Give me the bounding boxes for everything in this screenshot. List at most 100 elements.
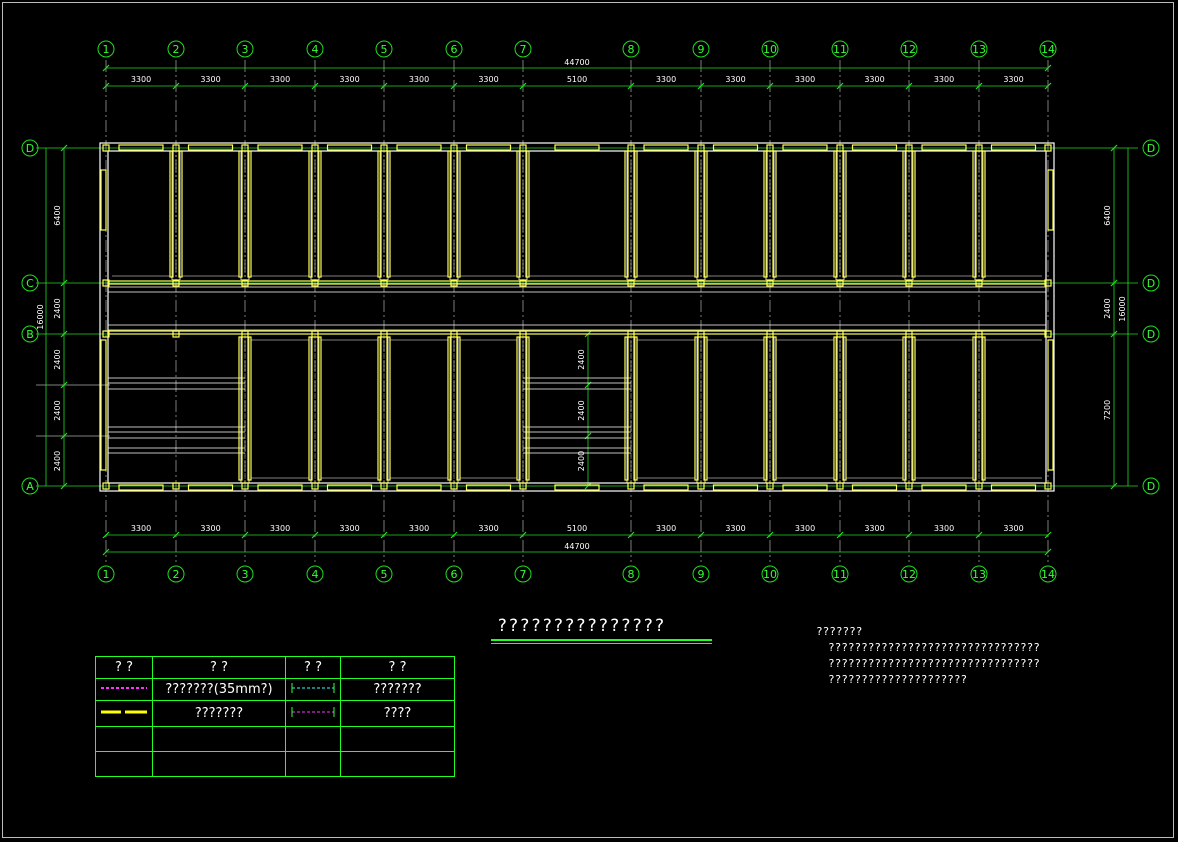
yellow-segment (972, 150, 977, 278)
axis-number: 6 (451, 43, 458, 56)
axis-number: 2 (173, 43, 180, 56)
yellow-segment (519, 144, 527, 152)
yellow-segment (1047, 169, 1054, 231)
dim-tick (450, 82, 458, 90)
yellow-segment (465, 484, 512, 491)
yellow-segment (386, 150, 391, 278)
axis-number: 12 (902, 43, 916, 56)
axis-bubble (236, 565, 254, 583)
yellow-segment (703, 336, 708, 481)
dim-tick (1044, 548, 1052, 556)
yellow-segment (100, 339, 107, 471)
vertical-dimension: 2400 (53, 451, 62, 471)
yellow-segment (311, 144, 319, 152)
dim-tick (102, 531, 110, 539)
yellow-segment (911, 336, 916, 481)
bay-dimension: 3300 (934, 75, 954, 84)
legend-label: ??????? (152, 700, 286, 727)
yellow-segment (172, 144, 180, 152)
dim-tick (1044, 82, 1052, 90)
yellow-segment (107, 330, 1047, 335)
yellow-segment (172, 482, 180, 490)
yellow-segment (178, 150, 183, 278)
dim-tick (1044, 64, 1052, 72)
dim-tick (311, 82, 319, 90)
bay-dimension: 3300 (270, 524, 290, 533)
yellow-segment (102, 279, 110, 287)
legend-symbol-magenta-dim (285, 700, 341, 727)
axis-number: 9 (698, 43, 705, 56)
yellow-segment (833, 150, 838, 278)
yellow-segment (627, 144, 635, 152)
dim-tick (311, 531, 319, 539)
yellow-segment (905, 144, 913, 152)
dim-tick (975, 82, 983, 90)
bay-dimension: 3300 (409, 524, 429, 533)
dim-tick (836, 82, 844, 90)
yellow-segment (525, 150, 530, 278)
axis-bubble (692, 40, 710, 58)
yellow-segment (782, 484, 828, 491)
axis-bubble (1039, 565, 1057, 583)
yellow-segment (624, 336, 629, 481)
yellow-segment (772, 336, 777, 481)
dim-tick (905, 531, 913, 539)
yellow-segment (633, 336, 638, 481)
yellow-segment (380, 482, 388, 490)
yellow-segment (836, 279, 844, 287)
axis-bubble (970, 565, 988, 583)
yellow-segment (118, 484, 164, 491)
yellow-segment (172, 279, 180, 287)
vertical-dimension: 2400 (53, 298, 62, 318)
axis-bubble (692, 565, 710, 583)
dim-tick (766, 531, 774, 539)
yellow-segment (921, 144, 967, 151)
yellow-segment (712, 484, 759, 491)
yellow-segment (308, 336, 313, 481)
yellow-segment (921, 484, 967, 491)
yellow-segment (1044, 279, 1052, 287)
dim-tick (519, 82, 527, 90)
yellow-segment (842, 336, 847, 481)
bay-dimension: 3300 (1003, 75, 1023, 84)
yellow-segment (905, 279, 913, 287)
dim-tick (905, 82, 913, 90)
yellow-segment (107, 280, 1047, 285)
yellow-segment (447, 150, 452, 278)
legend-table: ? ? ? ? ? ? ? ? ???????(35mm?) ??????? ?… (95, 656, 455, 777)
axis-letter: B (26, 328, 34, 341)
yellow-segment (238, 150, 243, 278)
yellow-segment (905, 482, 913, 490)
dim-tick (60, 381, 68, 389)
yellow-segment (317, 150, 322, 278)
yellow-segment (519, 279, 527, 287)
axis-bubble (900, 565, 918, 583)
yellow-segment (1044, 482, 1052, 490)
vertical-dimension: 2400 (53, 400, 62, 420)
bay-dimension: 3300 (131, 524, 151, 533)
axis-bubble (1142, 325, 1160, 343)
yellow-segment (456, 336, 461, 481)
notes-line: ???????????????????????????????? (828, 657, 1040, 670)
yellow-segment (975, 144, 983, 152)
axis-number: 10 (763, 43, 777, 56)
yellow-segment (241, 482, 249, 490)
yellow-segment (450, 482, 458, 490)
yellow-segment (380, 279, 388, 287)
title-underline (491, 639, 712, 641)
axis-bubble (1142, 139, 1160, 157)
wall-outline (99, 142, 1055, 492)
axis-bubble (167, 565, 185, 583)
axis-bubble (21, 325, 39, 343)
notes: ??????? ????????????????????????????????… (816, 624, 1040, 688)
vertical-dimension: 6400 (53, 205, 62, 225)
yellow-segment (972, 336, 977, 481)
axis-number: 13 (972, 43, 986, 56)
dim-tick (1110, 144, 1118, 152)
inner-dimension: 2400 (577, 400, 586, 420)
legend-empty (152, 751, 286, 777)
yellow-segment (981, 336, 986, 481)
yellow-segment (311, 279, 319, 287)
yellow-segment (643, 484, 689, 491)
